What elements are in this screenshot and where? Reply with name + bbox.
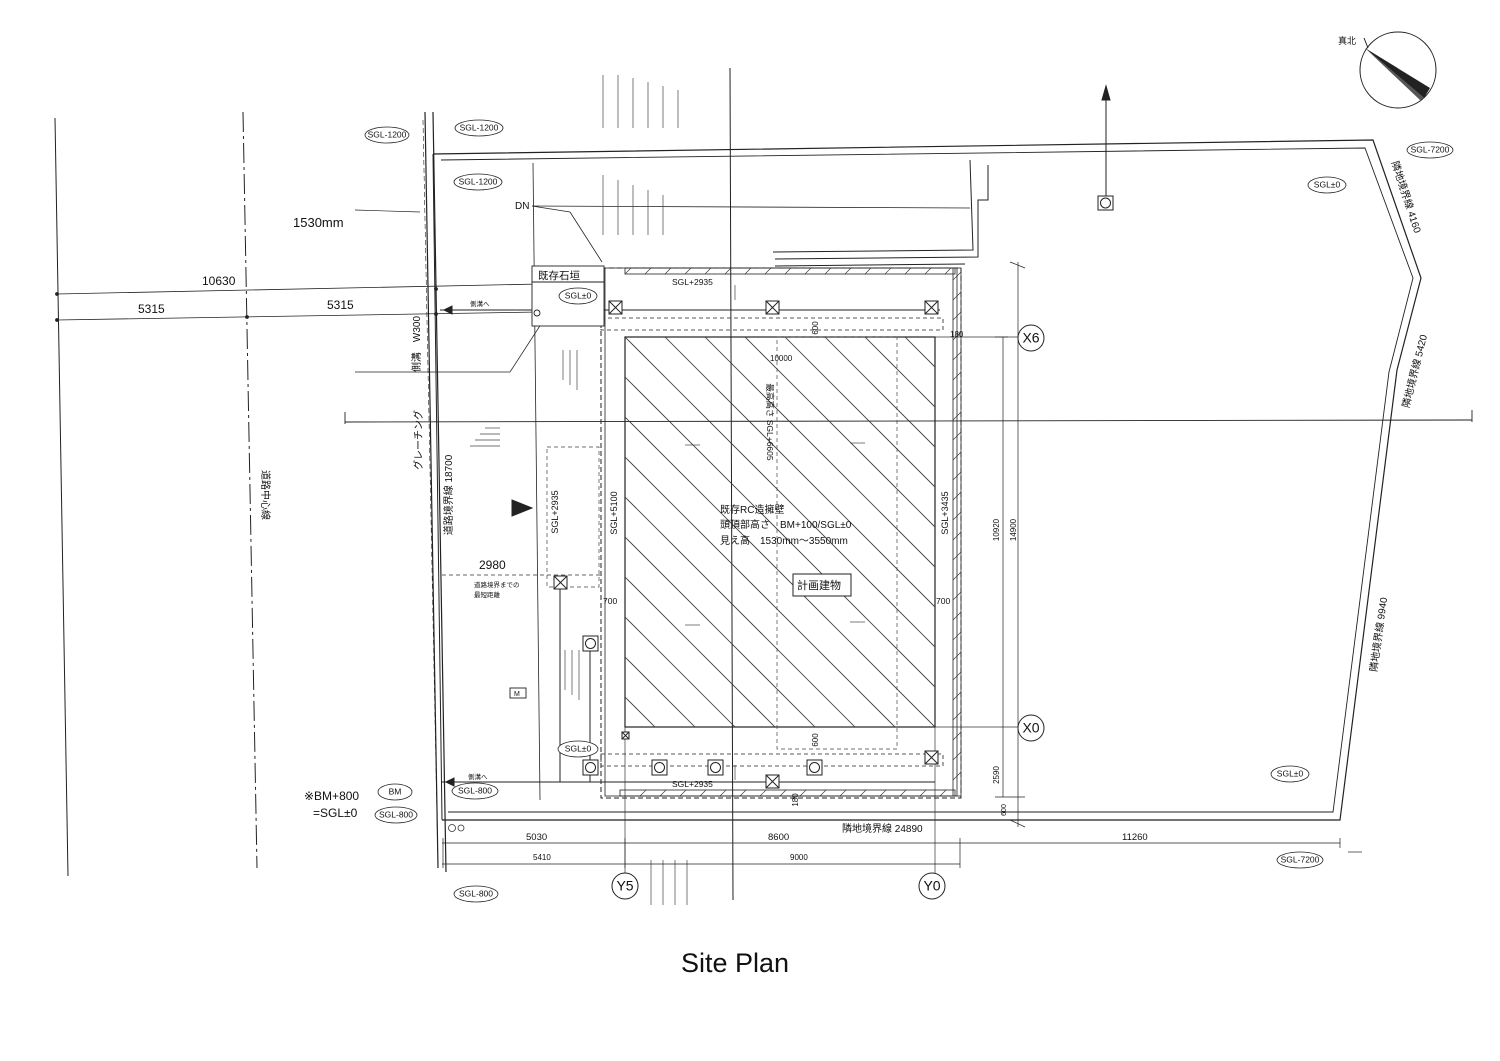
retaining-wall-note-1: 既存RC造擁壁 <box>720 503 784 516</box>
dn-label: DN <box>515 201 529 212</box>
planned-building-footprint <box>546 336 936 750</box>
level-bottom-left2: SGL-800 <box>379 809 413 819</box>
dimension-lines-bottom <box>442 838 1362 868</box>
planned-building-label-box <box>792 573 852 597</box>
height-1530-label: 1530mm <box>293 215 344 230</box>
shortest-to-road-label2: 最短距離 <box>474 590 501 599</box>
north-label: 真北 <box>1338 35 1356 46</box>
sgl-2935-bottom: SGL+2935 <box>672 779 713 789</box>
drain-boxes <box>553 300 939 789</box>
side-ditch-label: 側溝 W300 <box>410 316 423 373</box>
road-dimension-lines <box>55 283 541 322</box>
sheet-title: Site Plan <box>680 948 790 978</box>
site-boundary <box>432 139 1422 821</box>
wall-hatch <box>624 267 962 797</box>
level-lower-left-inner: SGL±0 <box>565 743 592 753</box>
dim-5030: 5030 <box>526 832 547 843</box>
dim-600-top: 600 <box>811 321 820 335</box>
bm-note-1: ※BM+800 <box>304 789 359 803</box>
road-boundary-label: 道路境界線 18700 <box>442 454 455 535</box>
dim-10920: 10920 <box>992 518 1001 541</box>
drain-lines <box>354 209 940 787</box>
level-stone-wall: SGL±0 <box>565 290 592 300</box>
level-road-left: SGL-1200 <box>368 129 407 139</box>
shortest-to-road-label: 道路境界までの <box>474 580 520 589</box>
manhole-label: M <box>514 691 520 698</box>
grid-bubbles <box>611 324 1045 900</box>
grid-x0: X0 <box>1022 720 1039 736</box>
level-upper-right-inner: SGL±0 <box>1314 179 1341 189</box>
dim-5315-b: 5315 <box>327 298 354 312</box>
level-road-top: SGL-1200 <box>460 122 499 132</box>
upper-retaining-wall <box>772 159 989 267</box>
dim-5315-a: 5315 <box>138 302 165 316</box>
level-bm: BM <box>389 786 402 796</box>
north-arrow-line <box>1097 84 1114 211</box>
dim-180-top: 180 <box>950 330 964 339</box>
grating-label: グレーチング <box>412 410 425 470</box>
level-badges <box>364 119 1454 903</box>
manhole-m-box <box>509 687 527 699</box>
dim-14900: 14900 <box>1009 518 1018 541</box>
stair-lines <box>470 75 688 905</box>
sgl-5100: SGL+5100 <box>609 491 619 534</box>
dim-10630: 10630 <box>202 274 236 288</box>
neighbor-boundary-4160: 隣地境界線 4160 <box>1389 159 1425 235</box>
dim-2590: 2590 <box>992 766 1001 784</box>
dim-11260: 11260 <box>1122 832 1148 843</box>
dim-10000: 10000 <box>770 354 793 363</box>
existing-stone-wall-label: 既存石垣 <box>538 269 580 282</box>
level-bottom-left: SGL-800 <box>458 785 492 795</box>
dim-8600: 8600 <box>768 832 789 843</box>
building-arrows <box>685 285 865 780</box>
dim-9000: 9000 <box>790 853 808 862</box>
level-bottom-right: SGL-7200 <box>1281 854 1320 864</box>
grid-y5: Y5 <box>616 878 633 894</box>
section-line <box>344 410 1473 424</box>
neighbor-boundary-24890: 隣地境界線 24890 <box>842 822 923 835</box>
grid-y0: Y0 <box>923 878 940 894</box>
dim-600-bottom: 600 <box>811 733 820 747</box>
road-lines <box>54 111 447 877</box>
dim-700-right: 700 <box>936 596 950 606</box>
dim-2980: 2980 <box>479 558 506 572</box>
north-symbol <box>1359 31 1437 109</box>
manhole-symbols <box>582 635 823 776</box>
retaining-wall-note-3: 見え高 1530mm〜3550mm <box>720 534 848 547</box>
benchmark-circles <box>448 824 465 832</box>
dim-700-left: 700 <box>603 596 617 606</box>
planned-building-label: 計画建物 <box>797 578 841 592</box>
grid-x6: X6 <box>1022 330 1039 346</box>
level-top-right: SGL-7200 <box>1411 144 1450 154</box>
level-road-top2: SGL-1200 <box>459 176 498 186</box>
level-lower-right-inner: SGL±0 <box>1277 768 1304 778</box>
grid-lines <box>442 336 1018 875</box>
retaining-wall-note-2: 頭頂部高さ BM+100/SGL±0 <box>720 518 852 531</box>
sgl-2935-top: SGL+2935 <box>672 277 713 287</box>
side-ditch-arrow-top: 側溝へ <box>470 299 490 308</box>
bm-note-2: =SGL±0 <box>313 806 358 820</box>
neighbor-boundary-9940: 隣地境界線 9940 <box>1367 596 1390 673</box>
sgl-3435: SGL+3435 <box>940 491 950 534</box>
dn-line <box>531 205 971 263</box>
sgl-2935-left: SGL+2935 <box>550 490 560 533</box>
side-ditch-arrow-bottom: 側溝へ <box>468 772 488 781</box>
level-bottom-road: SGL-800 <box>459 888 493 898</box>
road-centerline-label: 道路中心線 <box>259 470 272 520</box>
dim-180-bottom: 180 <box>791 793 800 807</box>
dimension-lines-right <box>995 261 1026 828</box>
dim-5410: 5410 <box>533 853 551 862</box>
building-max-height: 最高高さ SGL+6605 <box>765 383 775 461</box>
dim-600-side: 600 <box>1001 804 1008 816</box>
